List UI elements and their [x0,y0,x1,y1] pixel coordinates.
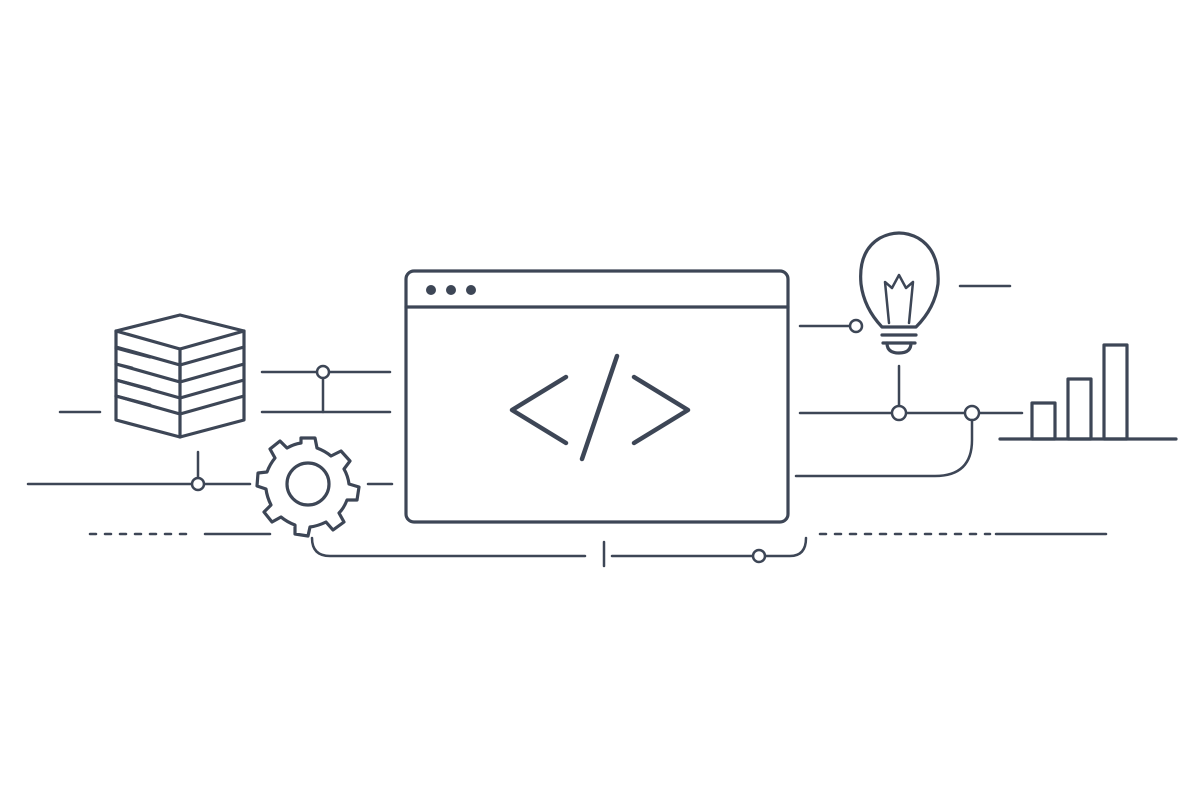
bottom-loop-left [310,536,587,558]
bar-chart-icon [998,343,1178,441]
connector-node [190,476,206,492]
window-dot-icon [446,285,456,295]
window-dot-icon [426,285,436,295]
window-dot-icon [466,285,476,295]
database-icon [114,313,246,439]
connector-node [315,364,331,380]
connector-node [963,404,981,422]
connectors [26,284,1108,568]
bottom-loop-right [610,536,808,558]
chart-bar [1066,377,1093,441]
chart-bar [1030,401,1057,441]
chart-bar [1102,343,1129,441]
lightbulb-icon [859,231,940,355]
browser-window-icon [404,269,790,524]
connector-browser-curve [794,418,974,478]
browser-frame [404,269,790,524]
connector-node [751,548,767,564]
gear-icon [255,436,361,538]
code-brackets-icon [509,353,691,462]
connector-node [890,404,908,422]
connector-node [848,318,864,334]
